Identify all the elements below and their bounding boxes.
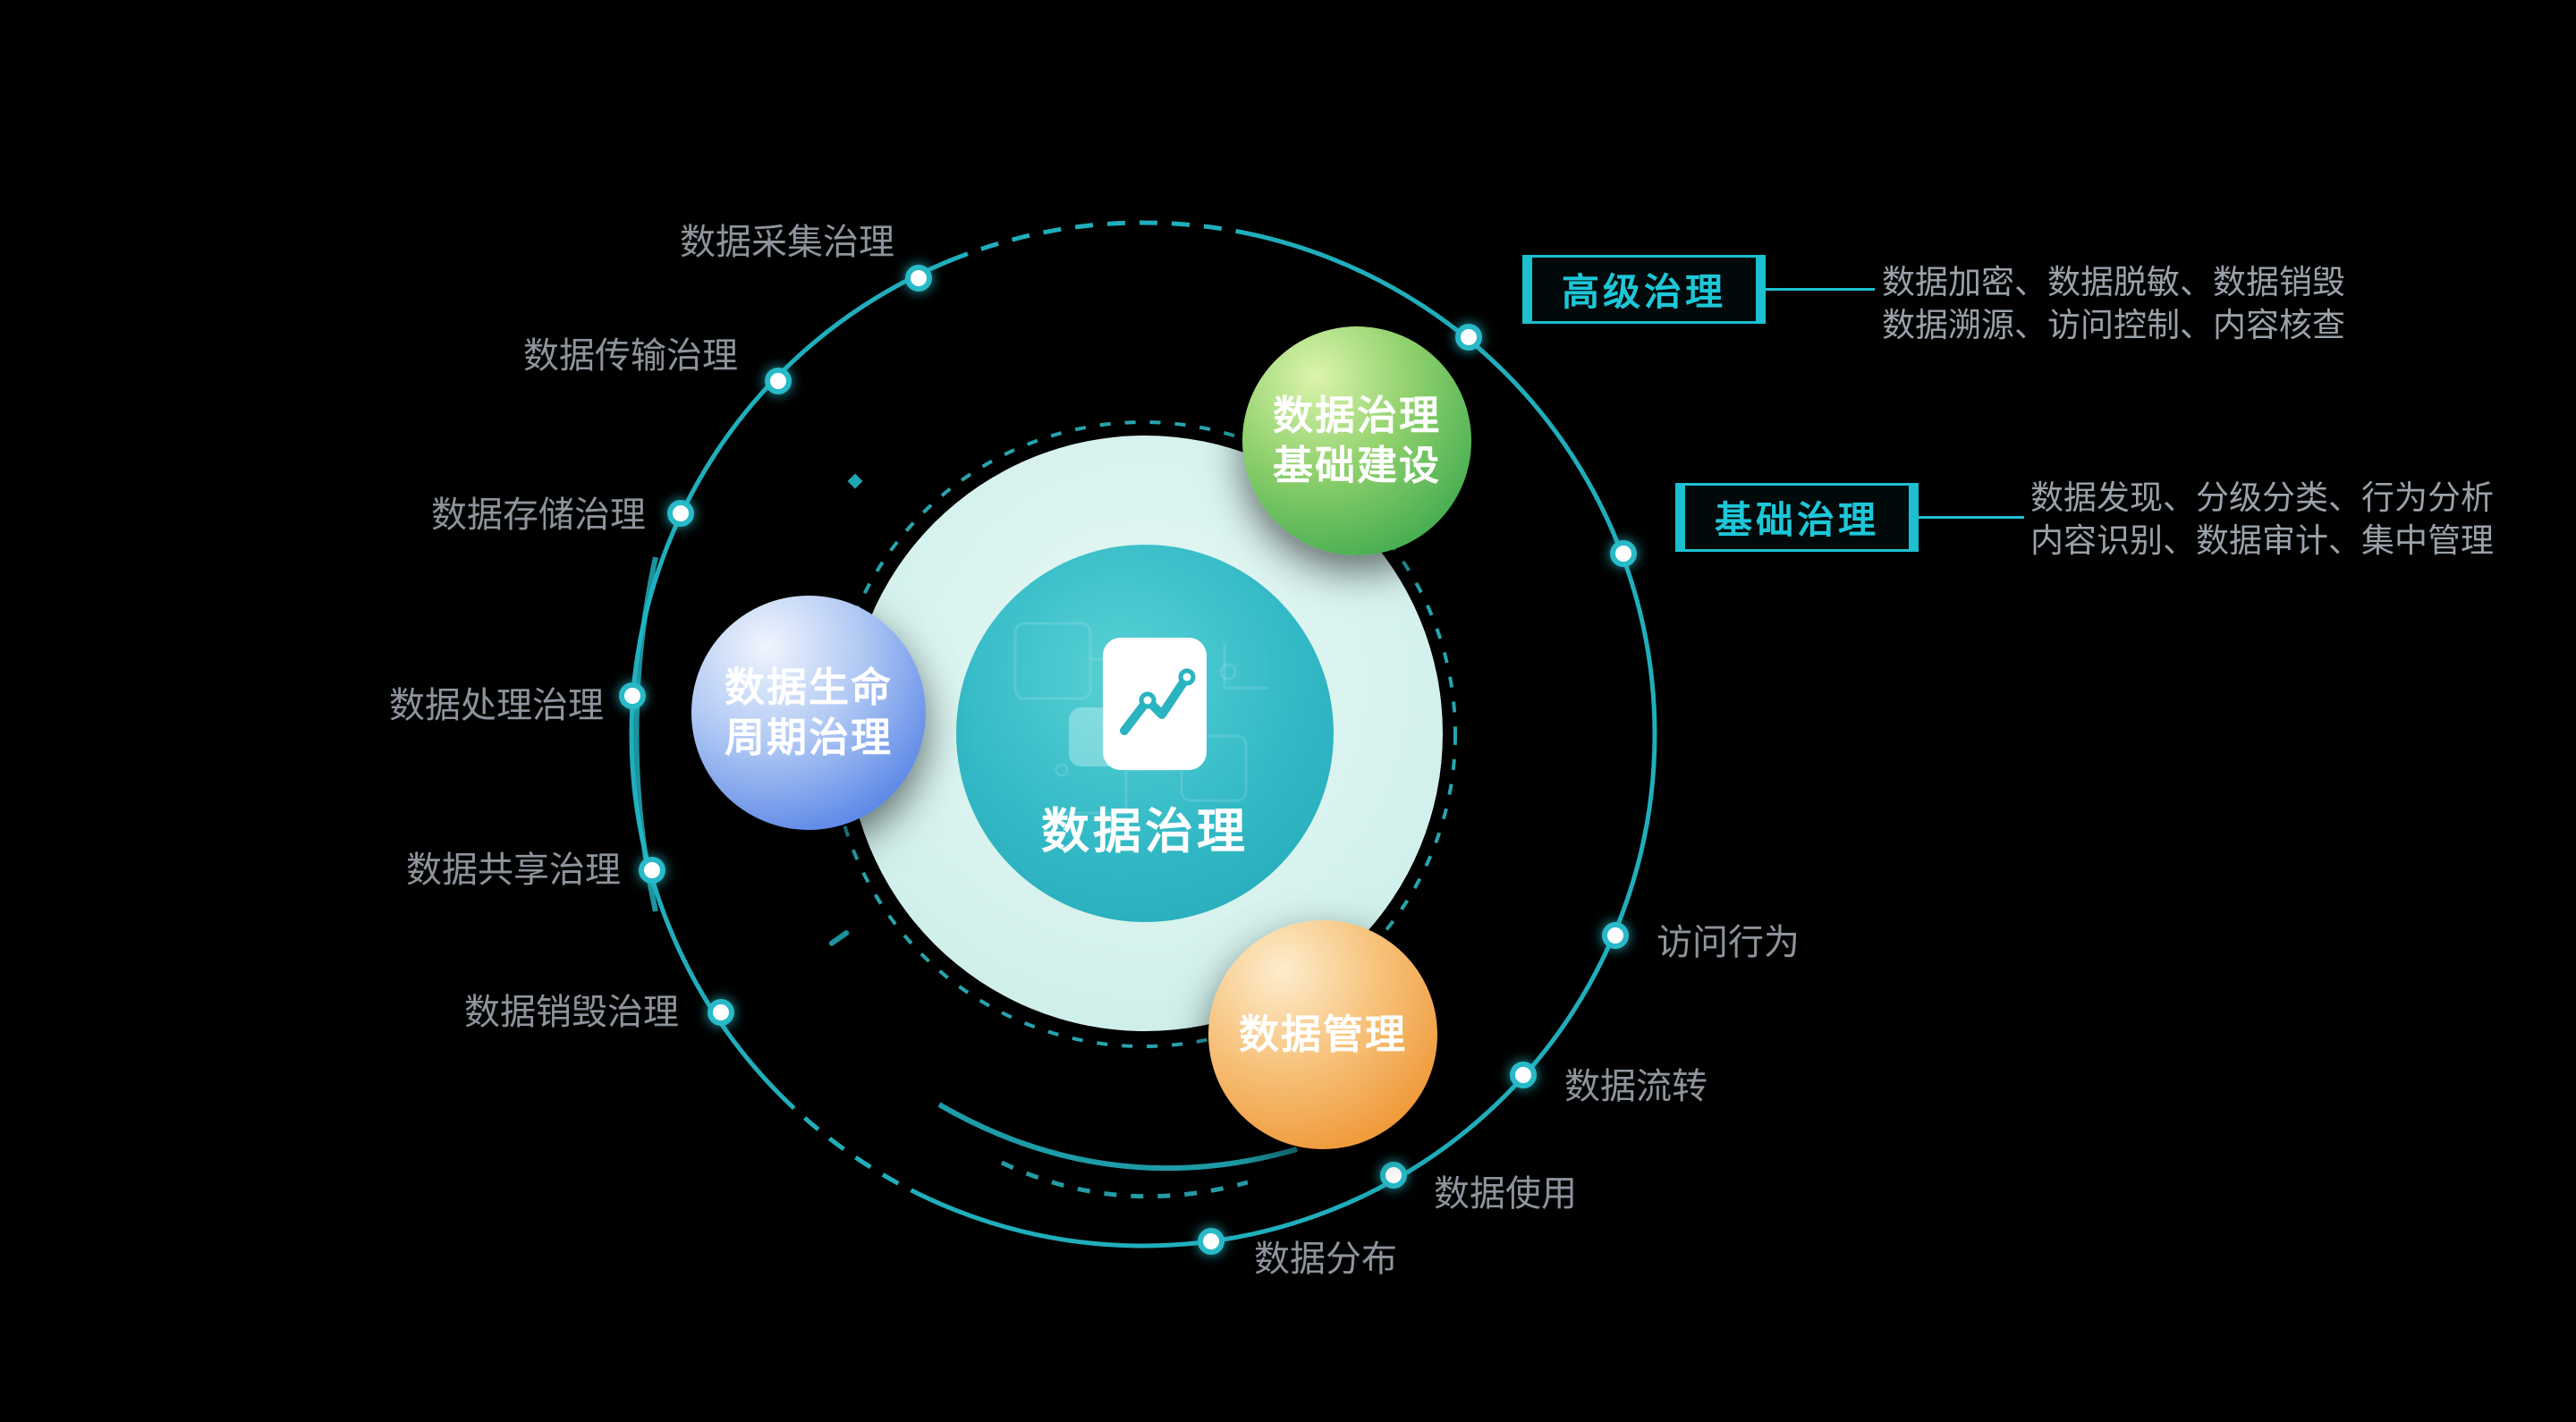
callout-advanced-desc-line1: 数据加密、数据脱敏、数据销毁 <box>1882 264 2345 300</box>
callout-advanced-desc-line2: 数据溯源、访问控制、内容核查 <box>1882 307 2345 343</box>
lifecycle-label-collection: 数据采集治理 <box>680 223 894 262</box>
flow-label-flow: 数据流转 <box>1564 1067 1707 1106</box>
ring-node-processing <box>619 682 646 709</box>
ring-node-destruction <box>708 999 734 1026</box>
ring-node-advanced <box>1455 324 1482 351</box>
lifecycle-label-transfer: 数据传输治理 <box>523 336 738 376</box>
callout-basic-title: 基础治理 <box>1714 499 1879 541</box>
callout-advanced-connector <box>1766 288 1875 291</box>
lifecycle-label-storage: 数据存储治理 <box>431 495 646 535</box>
bubble-data-management: 数据管理 <box>1208 920 1437 1149</box>
bubble-data-lifecycle: 数据生命 周期治理 <box>691 596 926 830</box>
flow-label-access: 访问行为 <box>1657 923 1800 962</box>
ring-node-storage <box>667 500 694 527</box>
ring-node-flow <box>1510 1062 1537 1088</box>
ring-node-access <box>1602 922 1629 949</box>
ring-dash-gap-bottom <box>791 1105 929 1202</box>
bubble-blue-line1: 数据生命 <box>724 664 893 710</box>
callout-basic-connector <box>1919 516 2024 519</box>
callout-advanced-desc: 数据加密、数据脱敏、数据销毁 数据溯源、访问控制、内容核查 <box>1882 261 2345 347</box>
bubble-governance-infrastructure: 数据治理 基础建设 <box>1242 326 1471 555</box>
lifecycle-label-destruction: 数据销毁治理 <box>464 993 679 1032</box>
bottom-swoosh-dashed-arc <box>1000 1160 1249 1199</box>
bubble-green-line1: 数据治理 <box>1272 392 1441 438</box>
lifecycle-label-processing: 数据处理治理 <box>389 686 604 725</box>
ring-node-transfer <box>765 368 792 394</box>
orbit-ring <box>629 220 1657 1248</box>
callout-basic-desc-line1: 数据发现、分级分类、行为分析 <box>2030 479 2494 516</box>
lifecycle-label-sharing: 数据共享治理 <box>406 851 621 890</box>
bubble-orange-line1: 数据管理 <box>1238 1011 1407 1057</box>
chart-document-icon <box>1069 638 1207 770</box>
flow-label-distribution: 数据分布 <box>1254 1240 1397 1279</box>
bubble-blue-line2: 周期治理 <box>724 715 893 760</box>
ring-node-usage <box>1380 1162 1407 1189</box>
ring-node-distribution <box>1198 1228 1224 1255</box>
center-circle: 数据治理 <box>956 545 1334 922</box>
ring-node-sharing <box>639 857 665 884</box>
callout-basic-box: 基础治理 <box>1675 483 1919 552</box>
ring-dash-gap-top <box>966 218 1251 258</box>
bubble-green-line2: 基础建设 <box>1272 443 1441 488</box>
icon-trend-dot-2 <box>1178 668 1196 686</box>
callout-basic-desc: 数据发现、分级分类、行为分析 内容识别、数据审计、集中管理 <box>2030 477 2494 563</box>
bottom-swoosh-arc <box>937 1102 1298 1172</box>
ring-node-collection <box>905 265 932 292</box>
callout-basic-desc-line2: 内容识别、数据审计、集中管理 <box>2030 522 2494 559</box>
flow-label-usage: 数据使用 <box>1434 1174 1577 1214</box>
center-title: 数据治理 <box>1041 805 1249 859</box>
callout-advanced-box: 高级治理 <box>1522 255 1766 324</box>
icon-trend-dot-1 <box>1139 691 1157 709</box>
ring-node-basic <box>1610 540 1637 567</box>
icon-trend-line <box>1120 673 1191 735</box>
callout-advanced-title: 高级治理 <box>1561 271 1726 313</box>
